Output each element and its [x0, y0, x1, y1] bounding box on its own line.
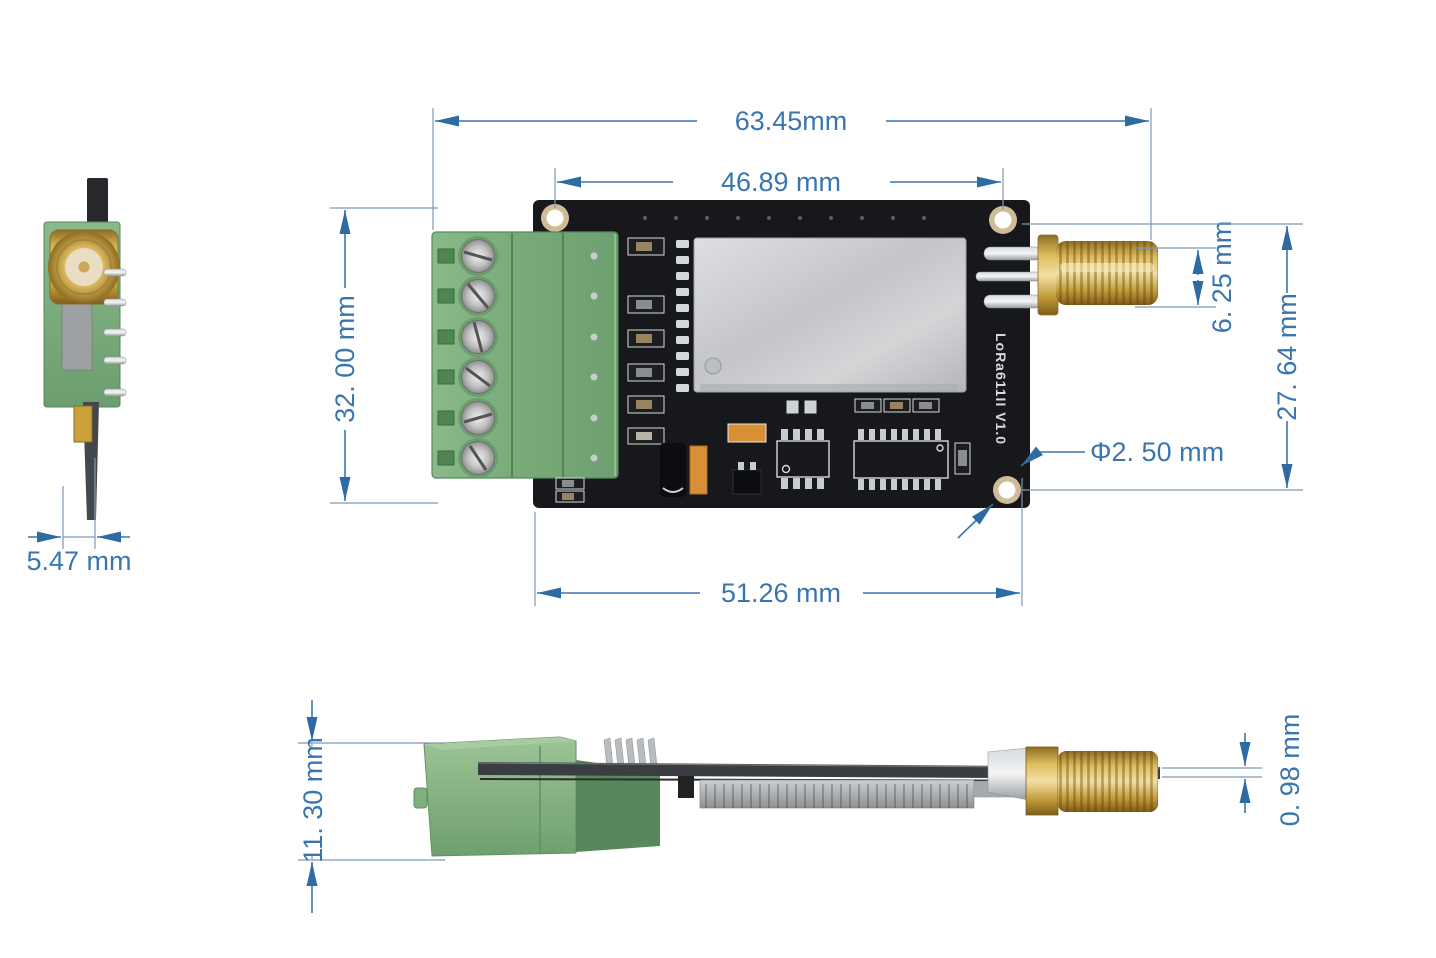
dim-hole-spacing-vertical-label: 27. 64 mm [1272, 293, 1302, 421]
sma-connector-top [975, 234, 1158, 316]
dim-sma-diameter: 6. 25 mm [1135, 221, 1237, 334]
dim-terminal-block-height: 11. 30 mm [295, 700, 445, 913]
terminal-pins-end [103, 268, 127, 397]
pcb-edge-top [87, 178, 108, 232]
dim-hole-spacing-horizontal-label: 46.89 mm [721, 167, 841, 197]
dim-pcb-width: 51.26 mm [534, 478, 1023, 608]
header-connector-side [699, 779, 1037, 809]
dim-sma-diameter-label: 6. 25 mm [1207, 221, 1237, 334]
bent-pins [603, 737, 658, 769]
wire-slots [437, 248, 455, 466]
smd-components [555, 237, 971, 503]
dim-overall-width: 63.45mm [432, 106, 1152, 240]
smd-part-side [678, 776, 694, 798]
dim-pcb-thickness: 0. 98 mm [1162, 714, 1305, 827]
terminal-block-side [413, 736, 660, 857]
dim-edge-thickness: 5.47 mm [26, 458, 132, 576]
sma-connector-end [48, 229, 120, 305]
sma-flange [1037, 234, 1059, 316]
electrolytic-cap [660, 443, 686, 497]
gold-component [73, 405, 93, 443]
via-row [643, 216, 926, 220]
mounting-hole-bottom-right [993, 476, 1021, 504]
sma-flange-side [1025, 746, 1059, 816]
block-rear-section [576, 760, 660, 852]
rf-shield-can [693, 237, 967, 393]
terminal-screws [458, 236, 498, 478]
tantalum-cap [689, 445, 708, 495]
bottom-side-view [413, 736, 1161, 857]
dim-terminal-block-height-label: 11. 30 mm [298, 737, 328, 863]
metal-bracket [61, 299, 93, 371]
terminal-solder-joints [590, 252, 598, 462]
dim-hole-diameter: Φ2. 50 mm [957, 437, 1224, 539]
shield-stamp-circle [704, 357, 722, 375]
dim-overall-width-label: 63.45mm [735, 106, 848, 136]
dimension-annotations: 63.45mm 46.89 mm 32. 00 mm 6. 25 mm [26, 106, 1305, 913]
silkscreen-model-label: LoRa611II V1.0 [993, 333, 1009, 445]
terminal-block [431, 231, 619, 479]
transistor [732, 469, 762, 495]
tantalum-cap [727, 423, 767, 443]
dim-module-height: 32. 00 mm [330, 207, 438, 504]
block-latch-tab [413, 787, 428, 809]
sma-center-conductor [975, 271, 1043, 282]
dim-pcb-thickness-label: 0. 98 mm [1275, 714, 1305, 827]
sma-center-pin [78, 261, 90, 273]
dim-hole-spacing-horizontal: 46.89 mm [554, 167, 1004, 210]
sma-connector-side [987, 746, 1158, 816]
ic-footprint-8pin [776, 429, 830, 489]
mounting-hole-top-left [541, 204, 569, 232]
dim-edge-thickness-label: 5.47 mm [26, 546, 131, 576]
top-view: LoRa611II V1.0 [431, 200, 1158, 508]
dim-hole-spacing-vertical: 27. 64 mm [1022, 223, 1303, 491]
dim-pcb-width-label: 51.26 mm [721, 578, 841, 608]
ic-footprint-16pin [853, 429, 949, 490]
dim-hole-diameter-label: Φ2. 50 mm [1090, 437, 1224, 467]
module-edge-pads [676, 240, 689, 392]
side-end-view [43, 178, 127, 520]
mounting-hole-top-right [989, 206, 1017, 234]
dim-module-height-label: 32. 00 mm [330, 295, 360, 423]
